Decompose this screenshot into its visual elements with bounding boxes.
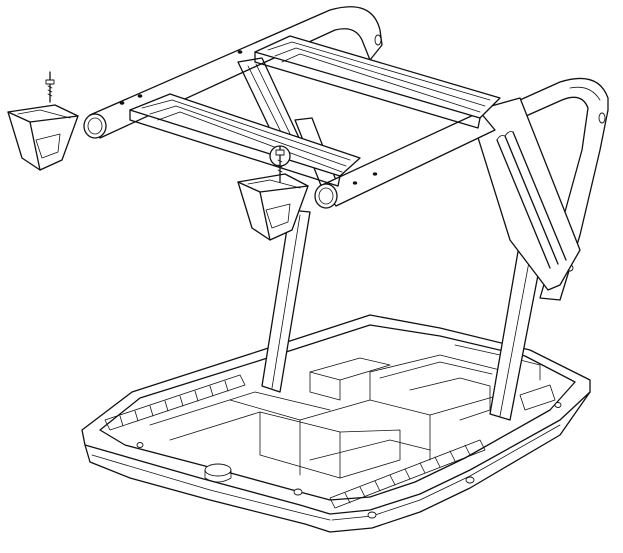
slat-upper	[237, 35, 501, 151]
screw-left	[45, 71, 55, 103]
screw-right	[269, 145, 291, 183]
end-cap-left	[7, 104, 79, 171]
bracket-plate-right	[469, 97, 581, 291]
end-cap-right	[237, 173, 309, 241]
frame-leg-left	[261, 209, 311, 393]
base-tray	[81, 314, 591, 533]
lower-tube	[314, 111, 496, 209]
